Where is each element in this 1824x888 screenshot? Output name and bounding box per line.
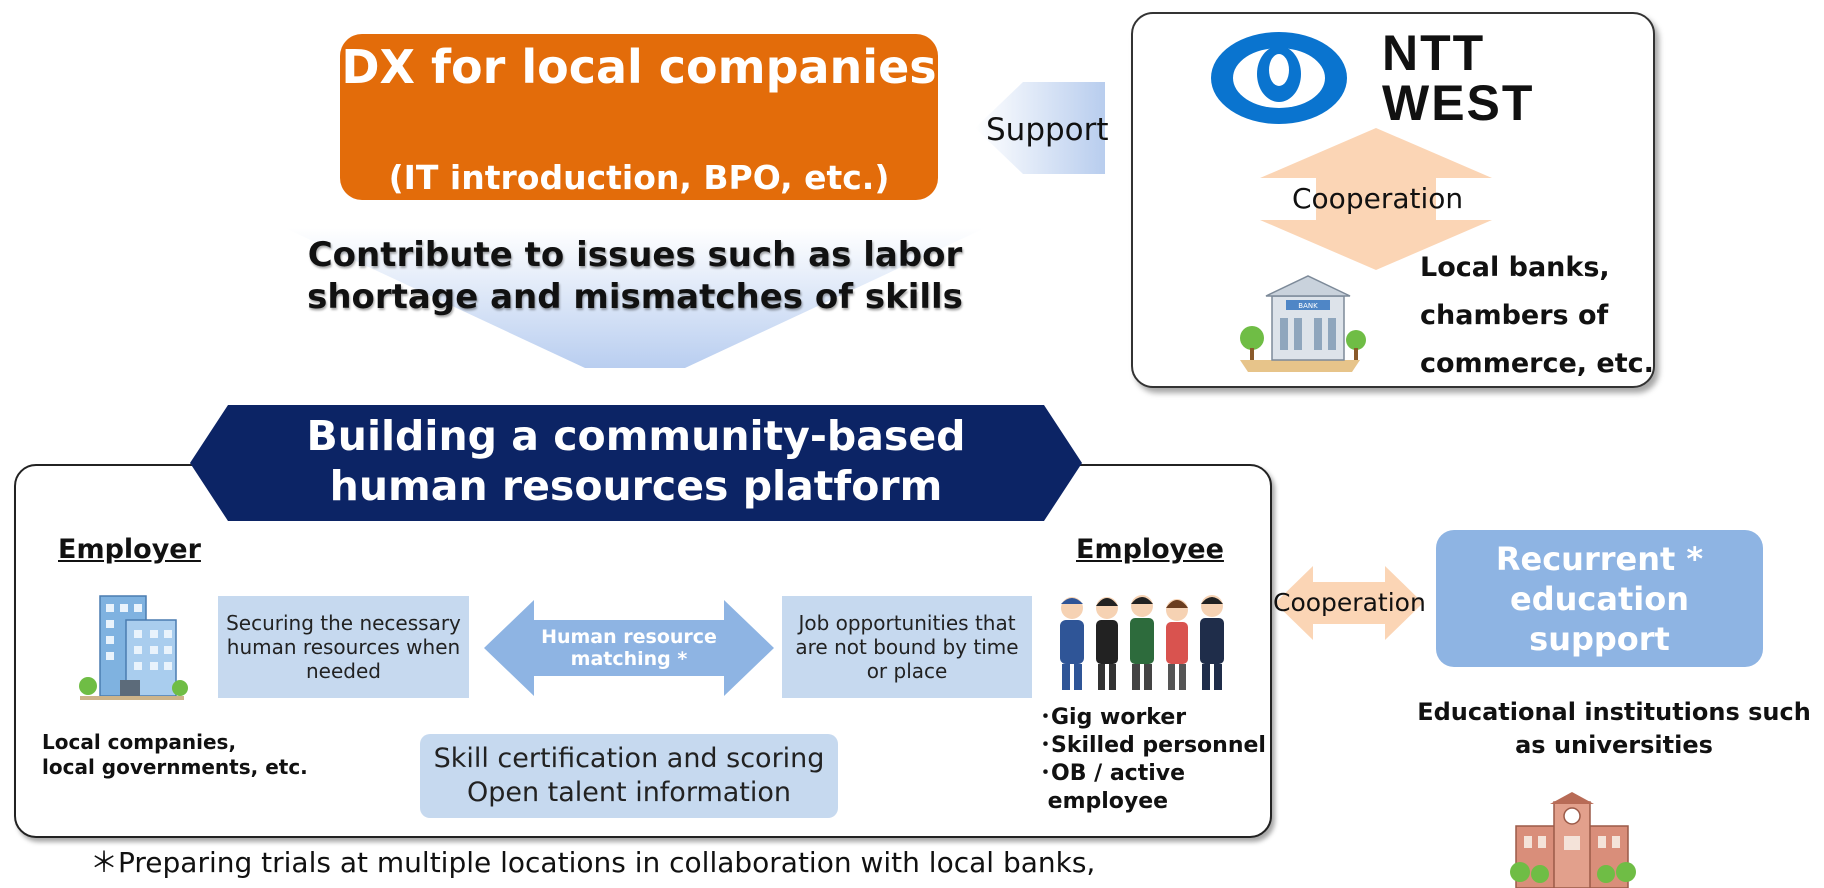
contribute-text: Contribute to issues such as labor short… bbox=[307, 235, 963, 317]
office-building-icon bbox=[79, 595, 188, 700]
university-building-icon bbox=[1510, 792, 1636, 888]
employee-type-item: ･Gig worker bbox=[1040, 705, 1187, 730]
ntt-west-name: NTT WEST bbox=[1382, 28, 1534, 128]
employee-type-item: ･OB / active bbox=[1040, 761, 1186, 786]
platform-title-banner bbox=[190, 405, 1082, 521]
skill-line-1: Skill certification and scoring bbox=[433, 743, 825, 774]
cooperation-label-education: Cooperation bbox=[1273, 588, 1426, 617]
employee-heading: Employee bbox=[1076, 534, 1224, 565]
skill-line-2: Open talent information bbox=[466, 777, 792, 808]
educational-institutions-label: Educational institutions such as univers… bbox=[1404, 696, 1824, 762]
cooperation-label-ntt: Cooperation bbox=[1292, 182, 1464, 215]
job-opportunities-box: Job opportunities that are not bound by … bbox=[782, 596, 1032, 698]
matching-line-2: matching * bbox=[570, 648, 688, 670]
employer-sub-line-1: Local companies, bbox=[42, 730, 237, 754]
employee-type-item: ･Skilled personnel bbox=[1040, 733, 1266, 758]
dx-subtitle: (IT introduction, BPO, etc.) bbox=[388, 158, 890, 197]
employer-subtitle: Local companies, local governments, etc. bbox=[42, 730, 308, 780]
cooperation-vertical-arrow bbox=[1260, 128, 1492, 270]
edu-line-2: as universities bbox=[1515, 731, 1713, 759]
partners-line-3: commerce, etc. bbox=[1420, 348, 1654, 379]
support-label: Support bbox=[986, 112, 1109, 148]
matching-line-1: Human resource bbox=[541, 626, 717, 648]
platform-title-line-2: human resources platform bbox=[329, 462, 943, 510]
partners-label: Local banks, chambers of commerce, etc. bbox=[1420, 244, 1654, 388]
bank-building-icon: BANK bbox=[1240, 275, 1366, 372]
employee-type-item: employee bbox=[1040, 789, 1169, 814]
employer-sub-line-2: local governments, etc. bbox=[42, 755, 308, 779]
platform-title: Building a community-based human resourc… bbox=[190, 411, 1082, 511]
skill-certification-box: Skill certification and scoring Open tal… bbox=[420, 734, 838, 818]
footnote: ＊Preparing trials at multiple locations … bbox=[90, 846, 1096, 879]
employer-heading: Employer bbox=[58, 534, 201, 565]
dx-title: DX for local companies bbox=[341, 40, 937, 94]
contribute-arrow-shape bbox=[285, 228, 985, 368]
recurrent-line-1: Recurrent * bbox=[1495, 539, 1704, 578]
svg-text:BANK: BANK bbox=[1298, 302, 1318, 310]
ntt-logo-icon bbox=[1211, 32, 1347, 124]
securing-text: Securing the necessary human resources w… bbox=[226, 611, 461, 683]
partners-line-2: chambers of bbox=[1420, 300, 1609, 331]
platform-title-line-1: Building a community-based bbox=[306, 412, 966, 460]
recurrent-line-2: education support bbox=[1510, 579, 1689, 658]
support-arrow bbox=[975, 82, 1105, 174]
ntt-name-line2: WEST bbox=[1382, 75, 1535, 131]
edu-line-1: Educational institutions such bbox=[1417, 698, 1811, 726]
cooperation-horizontal-arrow bbox=[1275, 566, 1423, 640]
matching-label: Human resource matching * bbox=[520, 626, 738, 670]
dx-box: DX for local companies (IT introduction,… bbox=[340, 34, 938, 200]
ntt-name-line1: NTT bbox=[1382, 25, 1486, 81]
employee-type-list: ･Gig worker ･Skilled personnel ･OB / act… bbox=[1040, 704, 1266, 816]
job-text: Job opportunities that are not bound by … bbox=[795, 611, 1019, 683]
matching-double-arrow bbox=[484, 600, 774, 696]
workers-group-icon bbox=[1060, 595, 1224, 690]
securing-resources-box: Securing the necessary human resources w… bbox=[218, 596, 469, 698]
recurrent-education-box: Recurrent * education support bbox=[1436, 530, 1763, 667]
partners-line-1: Local banks, bbox=[1420, 252, 1610, 283]
